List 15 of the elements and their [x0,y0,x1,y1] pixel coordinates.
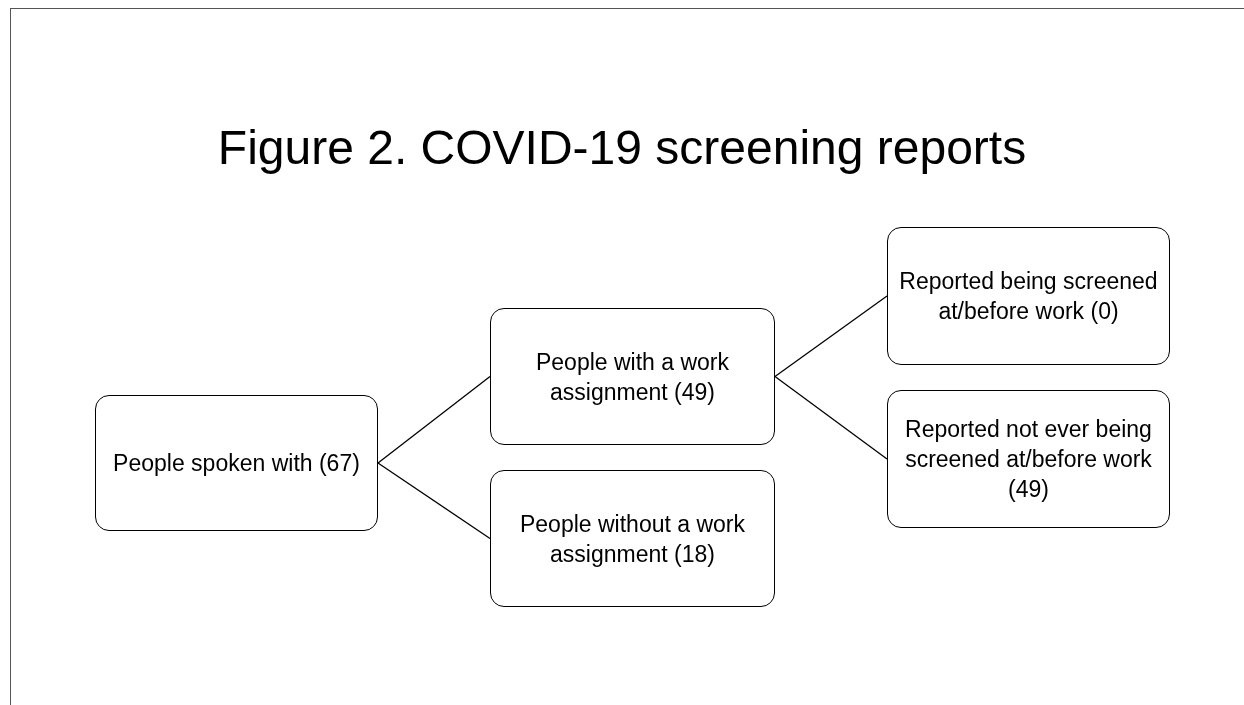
process-box [887,390,1170,528]
box-label: People without a work assignment (18) [519,509,746,569]
process-box [490,470,775,607]
connector-line [377,462,491,540]
process-box [490,308,775,445]
box-label: Reported not ever being screened at/before work (49) [904,415,1153,504]
title: Figure 2. COVID-19 screening reports [216,120,1028,176]
process-box [95,395,378,531]
box-label: People with a work assignment (49) [534,347,730,407]
box-label: Reported being screened at/before work (0) [898,267,1159,326]
box-label: People spoken with (67) [113,449,360,478]
process-box [887,227,1170,365]
connector-line [774,295,888,378]
connector-line [377,375,491,464]
connector-line [774,375,888,460]
